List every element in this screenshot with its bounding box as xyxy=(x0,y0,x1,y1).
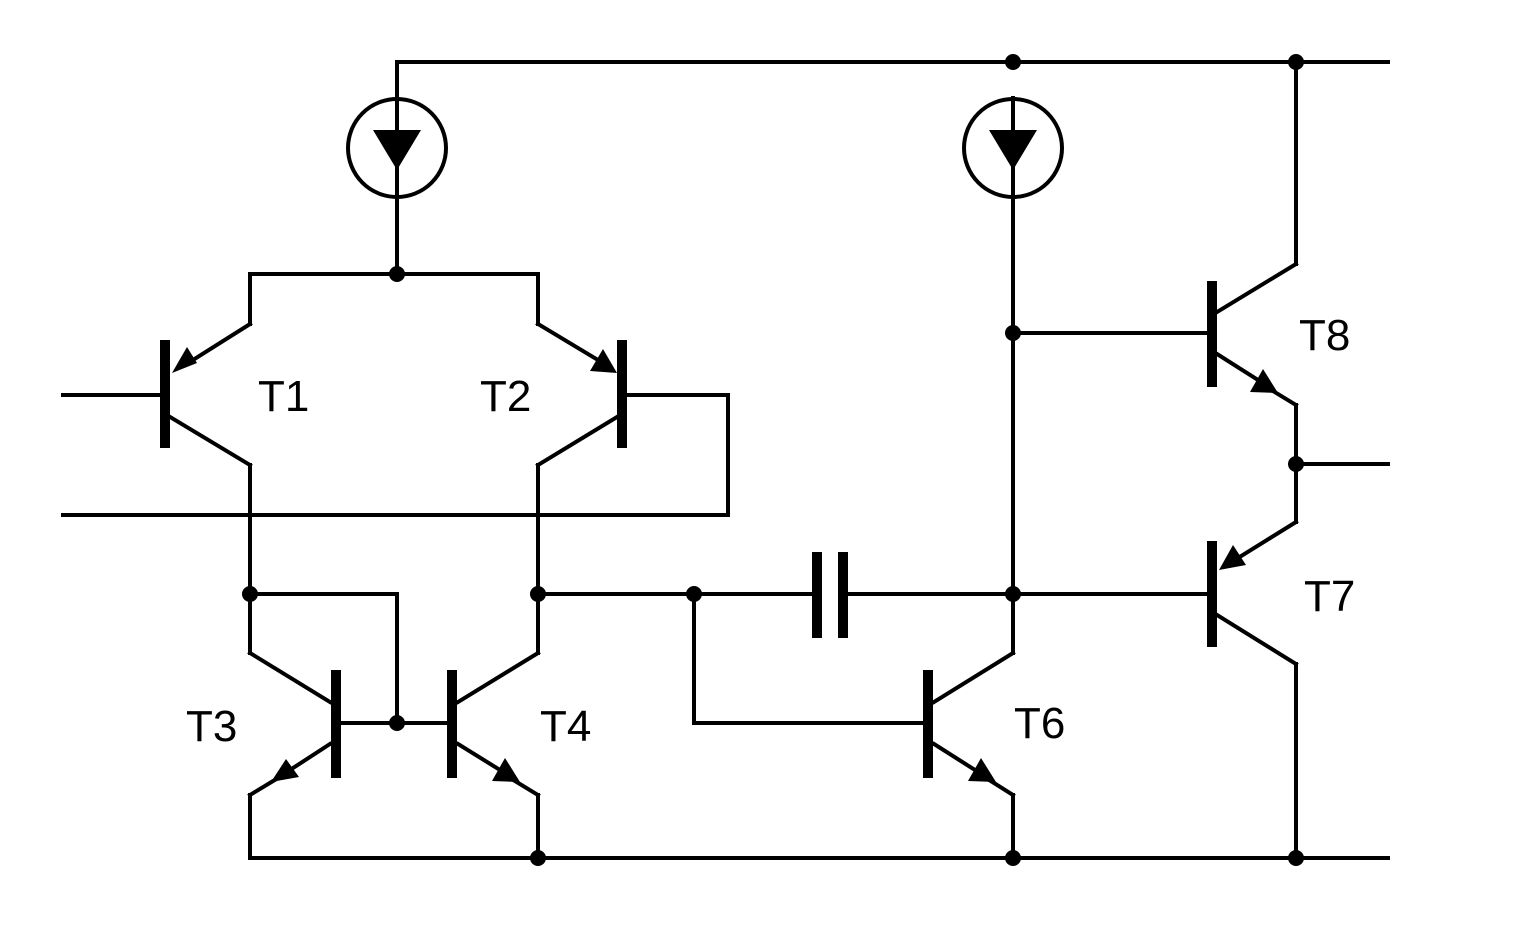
label-t6: T6 xyxy=(1014,699,1065,748)
junction-dot xyxy=(242,586,258,602)
junction-dot xyxy=(1005,54,1021,70)
transistor-t2 xyxy=(535,321,627,468)
label-t7: T7 xyxy=(1304,572,1355,621)
junction-dot xyxy=(1005,325,1021,341)
label-t8: T8 xyxy=(1299,311,1350,360)
transistor-t3 xyxy=(247,650,341,798)
junction-dots xyxy=(242,54,1304,866)
junction-dot xyxy=(530,586,546,602)
compensation-capacitor xyxy=(812,552,848,638)
current-source-2 xyxy=(962,96,1064,200)
junction-dot xyxy=(1288,456,1304,472)
transistor-t6 xyxy=(923,650,1016,798)
transistor-t4 xyxy=(447,650,541,798)
mirror-diode-wire xyxy=(248,592,399,725)
junction-dot xyxy=(1288,850,1304,866)
transistor-t1 xyxy=(160,321,253,468)
junction-dot xyxy=(389,266,405,282)
t6-base-wire xyxy=(692,592,930,725)
current-source-1 xyxy=(346,96,448,200)
t2-base-feedback-wire xyxy=(61,393,730,517)
top-supply-rail xyxy=(395,60,1390,100)
transistor-t7 xyxy=(1207,519,1299,667)
junction-dot xyxy=(530,850,546,866)
differential-pair-tail-wire xyxy=(248,272,540,326)
bottom-supply-rail xyxy=(248,793,1390,860)
junction-dot xyxy=(1288,54,1304,70)
label-t3: T3 xyxy=(186,702,237,751)
junction-dot xyxy=(686,586,702,602)
junction-dot xyxy=(1005,586,1021,602)
junction-dot xyxy=(1005,850,1021,866)
junction-dot xyxy=(389,715,405,731)
label-t1: T1 xyxy=(258,372,309,421)
label-t2: T2 xyxy=(480,372,531,421)
transistor-t8 xyxy=(1207,261,1299,408)
label-t4: T4 xyxy=(540,702,591,751)
